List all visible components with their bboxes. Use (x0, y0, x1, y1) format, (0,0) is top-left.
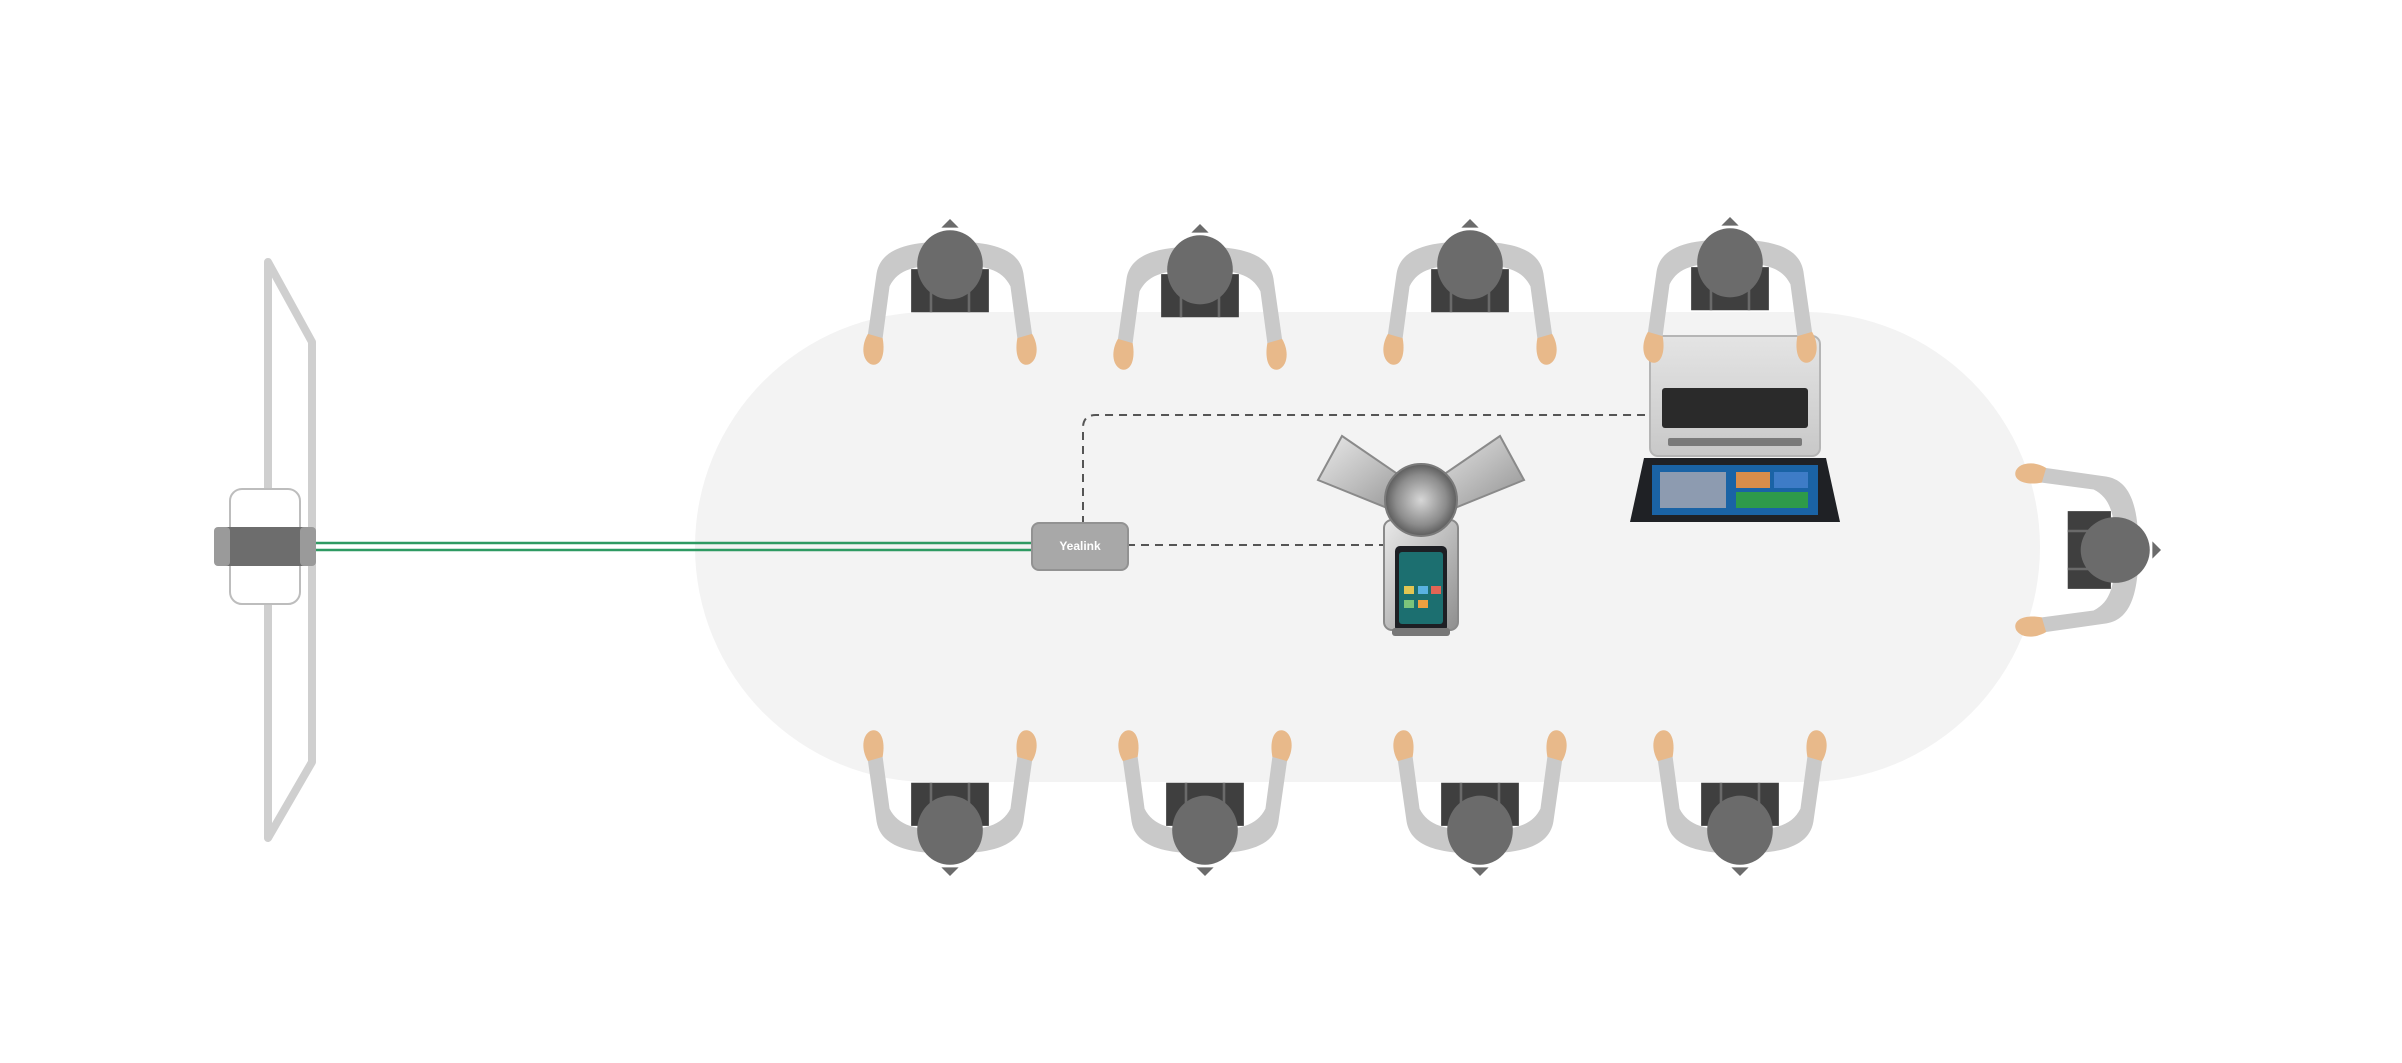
hub-brand-label: Yealink (1059, 539, 1101, 553)
usb-hub-icon[interactable]: Yealink (1032, 523, 1128, 570)
laptop-icon[interactable] (1630, 336, 1840, 522)
conference-table (695, 312, 2040, 782)
camera-icon[interactable] (214, 527, 316, 566)
